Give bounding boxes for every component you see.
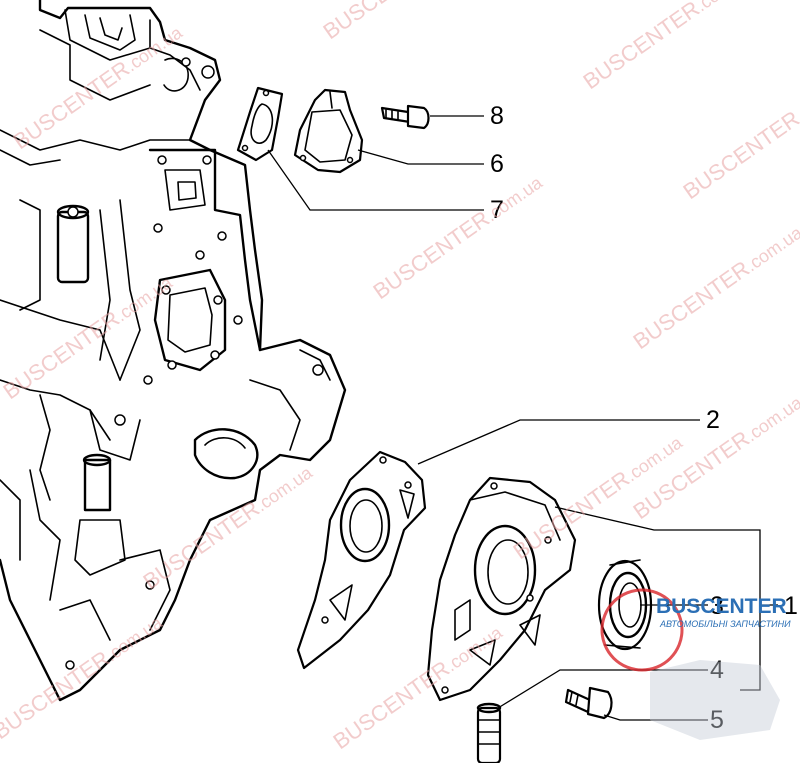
watermark: BUSCENTER.com.ua <box>579 0 758 94</box>
bolt-5 <box>564 686 613 720</box>
crankshaft-seal-housing-1 <box>426 476 577 702</box>
watermark: BUSCENTER.com.ua <box>369 168 548 304</box>
gasket-7 <box>236 86 284 162</box>
logo-text: BUSCENTER <box>656 595 787 618</box>
svg-text:BUSCENTER.com.ua: BUSCENTER.com.ua <box>319 0 498 44</box>
callout-6: 6 <box>490 150 504 178</box>
logo-subtitle: АВТОМОБІЛЬНІ ЗАПЧАСТИНИ <box>659 619 791 629</box>
svg-text:BUSCENTER.com.ua: BUSCENTER.com.ua <box>629 218 800 354</box>
leader-lines <box>267 115 778 721</box>
watermark: BUSCENTER.com.ua <box>679 68 800 204</box>
svg-text:BUSCENTER.com.ua: BUSCENTER.com.ua <box>9 18 188 154</box>
callout-3: 3 <box>710 592 724 620</box>
stud-4 <box>476 702 502 763</box>
logo-ring-icon <box>600 588 684 672</box>
callout-5: 5 <box>710 706 724 734</box>
svg-text:BUSCENTER.com.ua: BUSCENTER.com.ua <box>679 68 800 204</box>
watermark: BUSCENTER.com.ua <box>319 0 498 44</box>
logo-van-icon <box>650 660 780 740</box>
svg-text:BUSCENTER.com.ua: BUSCENTER.com.ua <box>579 0 758 94</box>
callout-2: 2 <box>706 406 720 434</box>
callout-7: 7 <box>490 196 504 224</box>
gasket-2 <box>296 450 427 670</box>
buscenter-logo: BUSCENTER АВТОМОБІЛЬНІ ЗАПЧАСТИНИ <box>600 588 791 740</box>
bolt-8 <box>380 104 430 130</box>
callout-4: 4 <box>710 656 724 684</box>
watermark: BUSCENTER.com.ua <box>9 18 188 154</box>
callout-labels: 8 6 7 2 3 1 4 5 <box>490 102 798 734</box>
callout-1: 1 <box>784 592 798 620</box>
svg-text:BUSCENTER.com.ua: BUSCENTER.com.ua <box>369 168 548 304</box>
engine-block-drawing <box>0 0 347 702</box>
watermark: BUSCENTER.com.ua <box>629 218 800 354</box>
cover-6 <box>293 88 364 174</box>
callout-8: 8 <box>490 102 504 130</box>
